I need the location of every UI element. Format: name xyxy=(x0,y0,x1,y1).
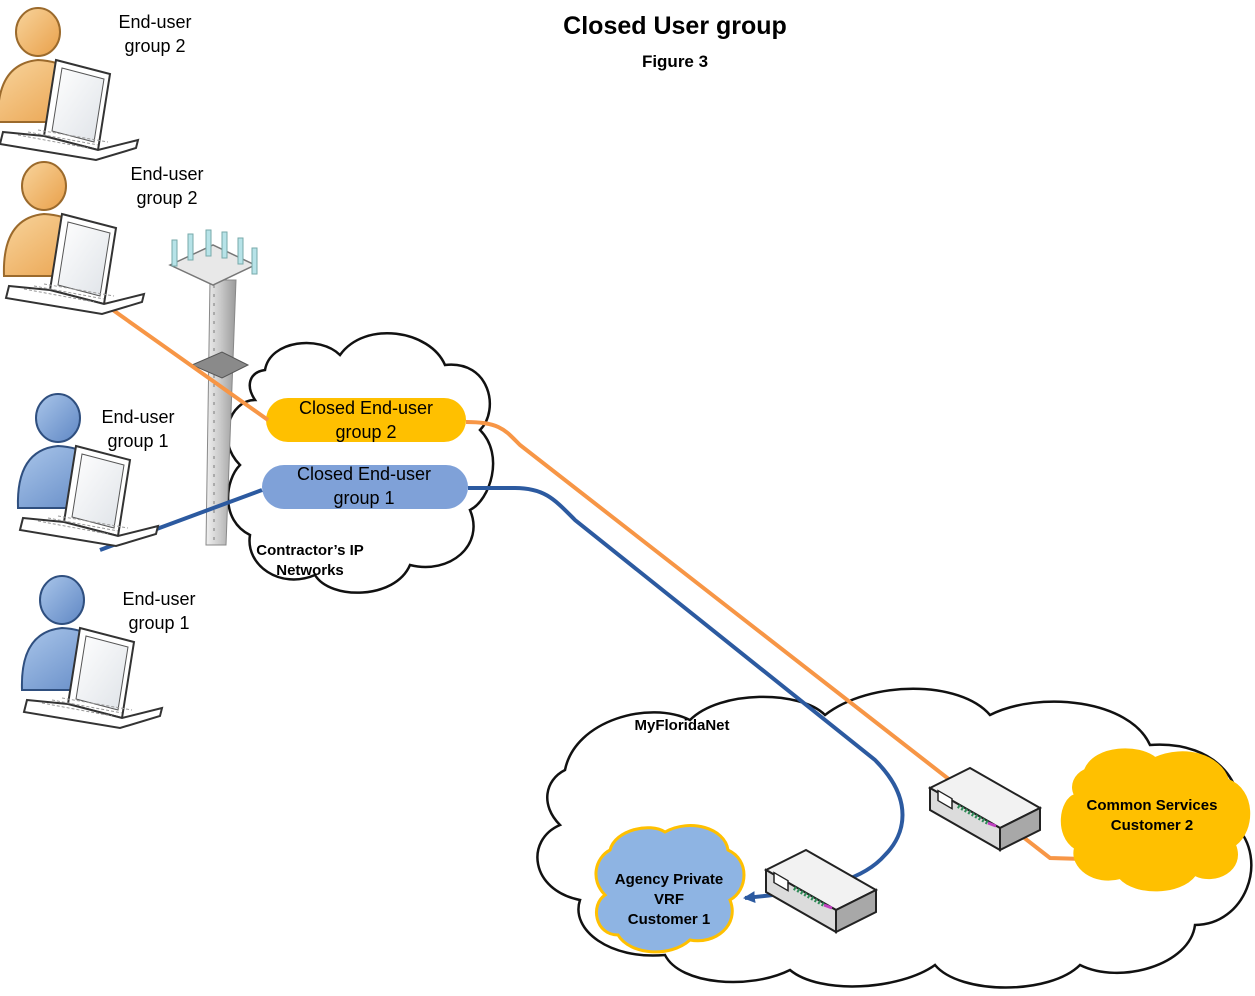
group2-route-line-2 xyxy=(465,420,1120,865)
agency-vrf-cloud xyxy=(594,824,746,954)
user-label: End-user group 2 xyxy=(95,10,215,58)
pill-label-line: Closed End-user xyxy=(298,398,434,418)
user-label-line: group 2 xyxy=(136,188,198,208)
closed-group2-label: Closed End-user group 2 xyxy=(266,396,466,444)
agency-label-line: Agency Private xyxy=(614,871,724,888)
diagram-title: Closed User group xyxy=(563,12,787,40)
pill-label-line: group 2 xyxy=(335,422,397,442)
pill-label-line: group 1 xyxy=(333,488,395,508)
user-label: End-user group 1 xyxy=(99,587,219,635)
closed-group1-label: Closed End-user group 1 xyxy=(264,462,464,510)
user-label: End-user group 1 xyxy=(78,405,198,453)
user-label-line: group 1 xyxy=(128,613,190,633)
common-services-cloud xyxy=(1060,748,1251,892)
group2-route-line xyxy=(101,301,270,422)
agency-label-line: Customer 1 xyxy=(627,911,711,928)
user-label-line: End-user xyxy=(122,589,196,609)
user-label: End-user group 2 xyxy=(107,162,227,210)
pill-label-line: Closed End-user xyxy=(296,464,432,484)
common-label-line: Common Services xyxy=(1086,797,1218,814)
agency-label-line: VRF xyxy=(654,891,684,908)
contractor-network-label: Contractor’s IP Networks xyxy=(235,541,385,581)
closed-group1-pill xyxy=(262,465,468,509)
user-label-line: End-user xyxy=(130,164,204,184)
common-label-line: Customer 2 xyxy=(1110,817,1194,834)
user-label-line: End-user xyxy=(118,12,192,32)
closed-group2-pill xyxy=(266,398,466,442)
contractor-label-line: Networks xyxy=(276,562,344,579)
user-label-line: group 1 xyxy=(107,431,169,451)
common-services-label: Common Services Customer 2 xyxy=(1077,796,1227,836)
myfloridanet-label: MyFloridaNet xyxy=(634,717,730,734)
cell-tower xyxy=(168,229,258,546)
diagram-subtitle: Figure 3 xyxy=(641,52,709,71)
agency-vrf-label: Agency Private VRF Customer 1 xyxy=(594,870,744,930)
contractor-label-line: Contractor’s IP xyxy=(256,542,364,559)
user-label-line: End-user xyxy=(101,407,175,427)
user-label-line: group 2 xyxy=(124,36,186,56)
